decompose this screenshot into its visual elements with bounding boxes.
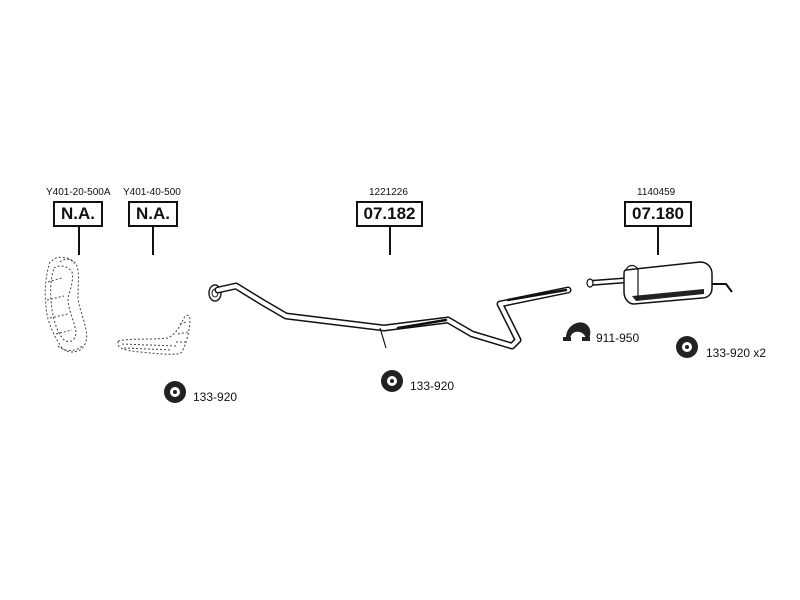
part-code-4: 1140459 <box>637 187 676 198</box>
part-code-3: 1221226 <box>369 187 408 198</box>
rear-muffler-part[interactable] <box>586 261 733 305</box>
leader-line-4 <box>657 227 659 255</box>
leader-line-1 <box>78 227 80 255</box>
part-code-2: Y401-40-500 <box>123 187 181 198</box>
exhaust-manifold-part[interactable] <box>44 256 88 353</box>
part-number-box-2[interactable]: N.A. <box>128 201 178 227</box>
part-number-box-1[interactable]: N.A. <box>53 201 103 227</box>
accessory-label-4: 133-920 x2 <box>706 346 767 360</box>
middle-pipe-part[interactable] <box>208 282 572 350</box>
accessory-label-2: 133-920 <box>410 379 455 393</box>
front-pipe-part[interactable] <box>117 314 191 355</box>
part-code-1: Y401-20-500A <box>46 187 111 198</box>
part-number-box-3[interactable]: 07.182 <box>356 201 423 227</box>
accessory-label-1: 133-920 <box>193 390 238 404</box>
part-number-box-4[interactable]: 07.180 <box>624 201 692 227</box>
clamp-icon[interactable] <box>563 322 591 341</box>
leader-line-2 <box>152 227 154 255</box>
rubber-mount-icon-2[interactable] <box>381 370 403 392</box>
rubber-mount-icon-3[interactable] <box>676 336 698 358</box>
accessory-label-3: 911-950 <box>596 331 640 345</box>
rubber-mount-icon-1[interactable] <box>164 381 186 403</box>
leader-line-3 <box>389 227 391 255</box>
